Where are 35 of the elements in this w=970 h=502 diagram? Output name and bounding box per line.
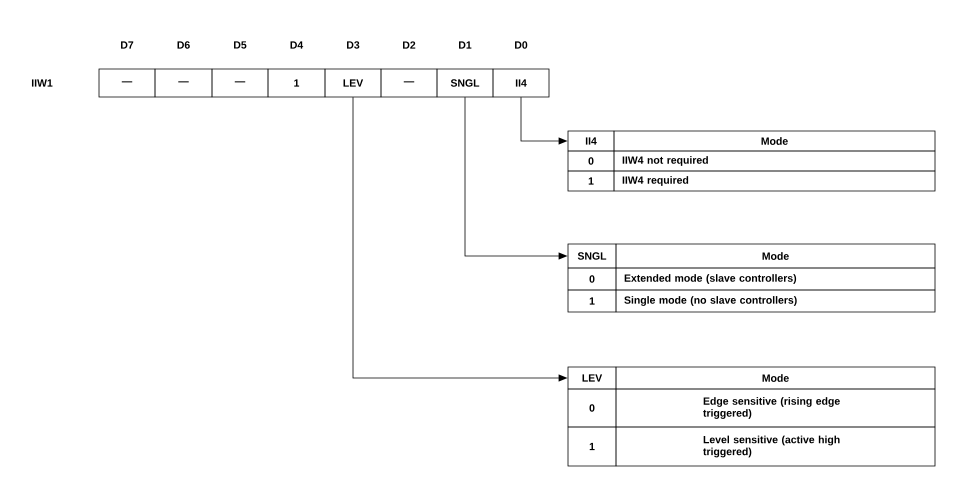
register-cell: SNGL bbox=[436, 68, 494, 98]
table-cell: 0 bbox=[568, 268, 616, 290]
table-cell: SNGL bbox=[568, 244, 616, 268]
table-cell: Mode bbox=[616, 244, 936, 268]
bit-label: D2 bbox=[403, 41, 416, 49]
table-cell: IIW4 not required bbox=[614, 150, 936, 172]
bit-label: D0 bbox=[515, 41, 528, 49]
table-cell: Edge sensitive (rising edge triggered) bbox=[616, 388, 936, 428]
table-cell: II4 bbox=[568, 130, 614, 152]
register-cell: — bbox=[212, 68, 268, 98]
register-cell: — bbox=[380, 68, 438, 98]
register-cell: 1 bbox=[268, 68, 326, 98]
bit-label: D7 bbox=[121, 41, 134, 49]
table-cell: Single mode (no slave controllers) bbox=[616, 290, 936, 312]
table-cell: 1 bbox=[568, 170, 614, 192]
table-cell: 0 bbox=[568, 388, 616, 428]
bit-label: D4 bbox=[290, 41, 304, 49]
table-cell: IIW4 required bbox=[614, 170, 936, 192]
register-cell: — bbox=[154, 68, 212, 98]
bit-label: D6 bbox=[178, 41, 190, 49]
register-name: IIW1 bbox=[32, 79, 52, 87]
table-cell: Mode bbox=[614, 130, 936, 152]
bit-label: D3 bbox=[347, 41, 360, 49]
table-cell: 1 bbox=[568, 290, 616, 312]
register-cell: — bbox=[98, 68, 156, 98]
table-cell: 1 bbox=[568, 426, 616, 466]
table-cell: Extended mode (slave controllers) bbox=[616, 268, 936, 290]
table-cell: LEV bbox=[568, 366, 616, 390]
register-cell: II4 bbox=[492, 68, 550, 98]
table-cell: Level sensitive (active high triggered) bbox=[616, 426, 936, 466]
bit-label: D5 bbox=[234, 41, 246, 49]
table-cell: Mode bbox=[616, 366, 936, 390]
bit-label: D1 bbox=[459, 41, 472, 49]
table-cell: 0 bbox=[568, 150, 614, 172]
register-cell: LEV bbox=[324, 68, 382, 98]
